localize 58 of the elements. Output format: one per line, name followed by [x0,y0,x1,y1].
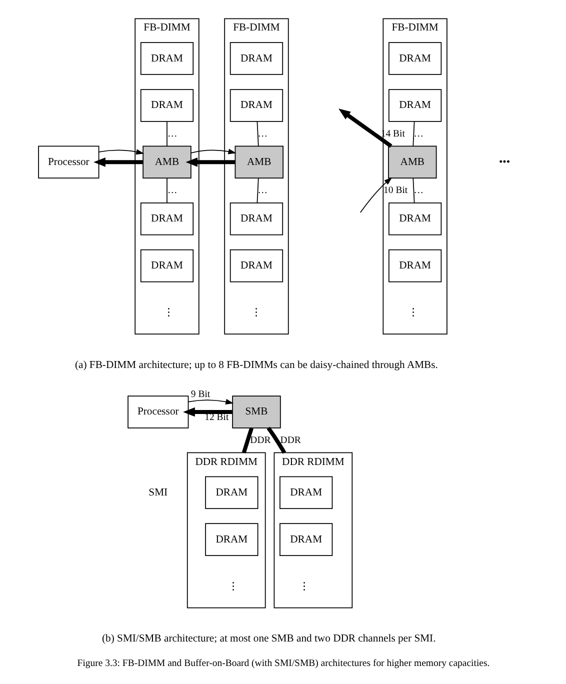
node-box: AMB [142,146,191,179]
arrow [185,157,234,167]
connector [256,121,258,146]
node-box: DRAM [140,89,194,122]
node-box: DRAM [140,249,194,282]
node-box: DRAM [140,202,194,236]
node-box: DRAM [140,42,194,75]
node-box: DRAM [229,42,283,75]
arrow [338,108,392,148]
connector [256,178,258,204]
edge-label: 10 Bit [383,184,408,196]
connector [241,428,253,454]
edge-label: 9 Bit [190,389,210,400]
edge-label: DDR [250,434,270,446]
arrow [359,177,392,213]
connector [166,121,167,146]
node-box: DRAM [388,249,442,282]
edge-label: DDR [280,434,300,446]
node-box: SMB [232,396,280,428]
node-box: DRAM [204,476,258,509]
edge-label: … [166,128,177,140]
connector [412,121,414,146]
edge-label: … [257,128,268,140]
arrow [93,157,142,167]
node-box: DRAM [229,89,283,122]
node-box: DRAM [229,202,283,236]
label: ⋮ [250,308,262,319]
label: (b) SMI/SMB architecture; at most one SMB and two DDR channels per SMI. [102,634,436,645]
node-box: DRAM [204,523,258,556]
edge-label: … [166,184,177,196]
node-box: AMB [234,146,283,179]
arrow [182,407,232,417]
node-box: DRAM [279,523,332,556]
connector [266,426,286,454]
label: ⋮ [298,581,310,592]
edge-label: … [413,184,423,196]
label: ••• [498,156,510,168]
node-box: DRAM [388,42,442,75]
node-box: AMB [388,146,436,179]
label: ⋮ [407,308,418,319]
label: SMI [148,487,168,498]
label: ⋮ [227,581,238,592]
label: (a) FB-DIMM architecture; up to 8 FB-DIMMs can be daisy-chained through AMBs. [74,360,438,371]
node-box: Processor [127,396,188,428]
node-box: DRAM [388,202,442,236]
connector [412,178,414,204]
label: ⋮ [162,308,174,319]
arrow [188,398,234,404]
node-box: DRAM [279,476,332,509]
node-box: DRAM [229,249,283,282]
edge-label: … [413,128,423,140]
caption: Figure 3.3: FB-DIMM and Buffer-on-Board (with SMI/SMB) architectures for higher memory capacities. [76,658,490,670]
node-box: Processor [38,146,99,179]
node-box: DRAM [388,89,442,122]
edge-label: … [257,184,268,196]
arrow [98,149,144,155]
arrow [190,148,236,154]
connector [166,178,167,204]
